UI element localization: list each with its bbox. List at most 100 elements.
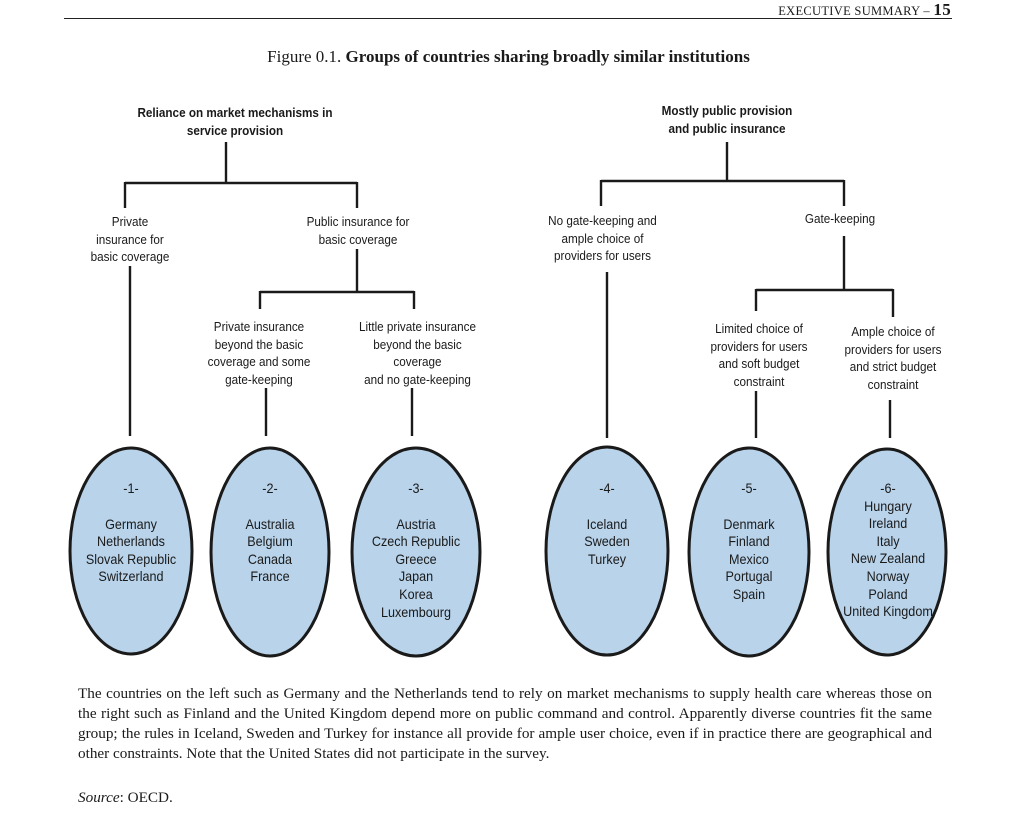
label-line: No gate-keeping and [548,213,657,228]
group-6-text: -6- Hungary Ireland Italy New Zealand No… [834,480,942,621]
label-line: basic coverage [318,231,398,247]
group-ovals [68,445,948,658]
country-name: Spain [732,585,766,602]
label-line: Gate-keeping [804,211,876,226]
label-line: Private insurance [213,319,305,334]
country-name: Mexico [729,550,769,567]
figure-number: Figure 0.1. [267,47,342,66]
limited-choice-label: Limited choice of providers for users and … [697,320,821,390]
label-line: beyond the basic [373,336,462,352]
country-name: Turkey [587,550,627,567]
label-line: insurance for [96,231,164,247]
group-number: -3- [408,480,424,496]
connector-lines [123,142,895,438]
country-name: Italy [876,532,900,549]
private-basic-label: Private insurance for basic coverage [76,213,184,266]
running-head-text: EXECUTIVE SUMMARY – [778,4,934,18]
label-line: Reliance on market mechanisms in [137,105,333,120]
label-line: basic coverage [90,249,170,264]
group-2-text: -2- Australia Belgium Canada France [221,480,320,586]
page-number: 15 [933,0,951,19]
label-line: constraint [867,376,919,392]
country-name: Czech Republic [371,533,461,550]
group-5-oval [687,446,811,658]
country-name: Iceland [586,515,628,532]
country-name: Australia [245,515,295,532]
label-line: providers for users [844,341,942,357]
country-name: Ireland [868,515,908,532]
group-4-text: -4- Iceland Sweden Turkey [558,480,657,568]
country-name: Japan [398,568,434,585]
group-number: -2- [262,480,278,496]
country-name: France [250,568,290,585]
label-line: Limited choice of [715,321,803,336]
country-name: Portugal [725,568,773,585]
label-line: Ample choice of [851,324,935,339]
country-name: Slovak Republic [85,550,177,567]
country-name: Finland [728,533,770,550]
group-number: -4- [599,480,615,496]
label-line: beyond the basic [214,336,304,352]
header-rule [64,18,952,19]
label-line: Public insurance for [306,214,410,229]
root-right-label: Mostly public provision and public insura… [633,102,822,137]
country-name: Norway [866,567,910,584]
figure-source: Source: OECD. [78,789,173,807]
country-name: Belgium [247,533,293,550]
label-line: and no gate-keeping [364,371,471,387]
label-line: ample choice of [561,230,644,246]
little-private-label: Little private insurance beyond the basic… [348,318,488,388]
country-name: Denmark [723,515,775,532]
label-line: service provision [186,122,284,138]
label-line: providers for users [710,338,808,354]
country-name: Germany [105,515,157,532]
label-line: coverage [393,354,442,369]
country-name: Poland [868,585,908,602]
label-line: and soft budget [718,356,800,371]
label-line: and public insurance [668,120,786,136]
source-text: : OECD. [119,789,173,806]
country-name: Canada [247,550,293,567]
country-name: Hungary [864,497,912,514]
label-line: providers for users [554,248,651,263]
gatekeeping-label: Gate-keeping [786,210,894,228]
group-4-oval [544,445,670,657]
country-name: Greece [395,550,437,567]
figure-caption: The countries on the left such as German… [78,685,932,762]
group-number: -6- [880,480,896,496]
country-name: Sweden [584,533,630,550]
ample-choice-label: Ample choice of providers for users and st… [831,323,955,393]
group-5-text: -5- Denmark Finland Mexico Portugal Spai… [700,480,799,604]
country-name: Korea [399,585,433,602]
running-head: EXECUTIVE SUMMARY – 15 [778,0,951,20]
label-line: and strict budget [849,359,937,374]
label-line: gate-keeping [225,371,293,387]
group-3-oval [350,446,482,658]
private-beyond-label: Private insurance beyond the basic coverag… [195,318,323,388]
group-1-text: -1- Germany Netherlands Slovak Republic … [77,480,185,586]
root-left-label: Reliance on market mechanisms in service … [123,104,348,139]
country-name: Netherlands [97,533,165,550]
label-line: Private [111,214,149,229]
source-label: Source [78,789,120,806]
group-2-oval [209,446,331,658]
group-number: -5- [741,480,757,496]
no-gatekeeping-label: No gate-keeping and ample choice of provid… [537,212,668,265]
figure-title-text: Groups of countries sharing broadly simi… [345,47,750,66]
country-name: Luxembourg [380,603,452,620]
country-name: United Kingdom [843,603,933,620]
country-name: New Zealand [850,550,926,567]
label-line: constraint [733,373,785,389]
group-number: -1- [123,480,139,496]
group-6-oval [826,447,948,657]
public-basic-label: Public insurance for basic coverage [295,213,421,248]
label-line: Little private insurance [358,319,477,334]
group-1-oval [68,446,194,656]
country-name: Austria [396,515,436,532]
figure-title: Figure 0.1. Groups of countries sharing … [0,47,1017,67]
label-line: Mostly public provision [661,103,793,118]
label-line: coverage and some [207,354,311,369]
group-3-text: -3- Austria Czech Republic Greece Japan … [362,480,470,621]
country-name: Switzerland [98,568,164,585]
